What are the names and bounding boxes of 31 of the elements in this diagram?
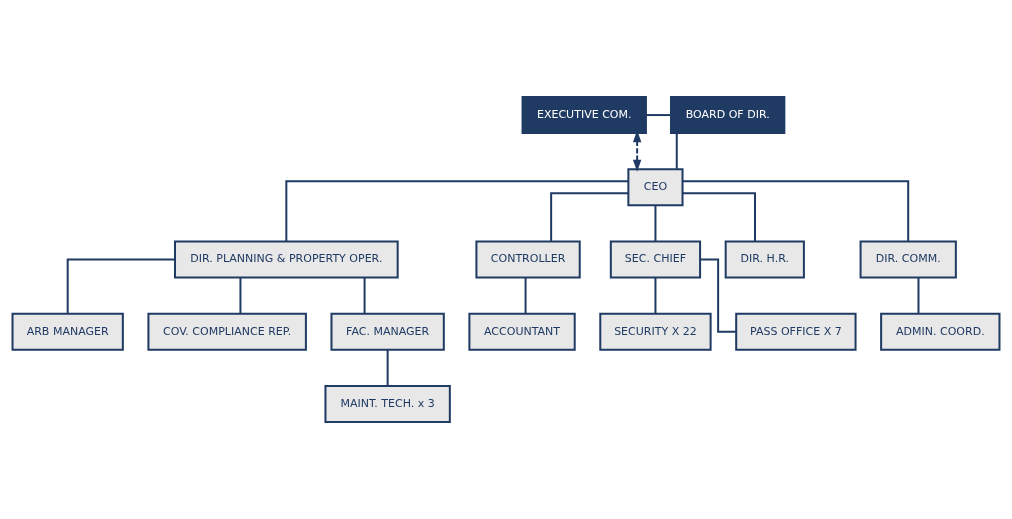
node-box: FAC. MANAGER [330,312,445,351]
node-box: ADMIN. COORD. [880,312,1001,351]
connector [917,277,920,314]
node-box: CONTROLLER [475,240,581,279]
connector [524,277,527,314]
connector [386,349,389,386]
node-box: PASS OFFICE X 7 [735,312,857,351]
connector [683,180,910,242]
connector [682,192,756,242]
node-box: DIR. COMM. [859,240,957,279]
connector [239,277,242,314]
node-box: BOARD OF DIR. [670,96,786,135]
connector [363,277,366,314]
connector [700,258,737,333]
node-box: DIR. PLANNING & PROPERTY OPER. [174,240,399,279]
connector [675,133,678,169]
connector [646,114,671,117]
node-box: MAINT. TECH. x 3 [324,384,451,423]
node-box: CEO [627,168,684,207]
connector [654,277,657,314]
node-box: COV. COMPLIANCE REP. [147,312,307,351]
connector [285,180,629,242]
node-box: EXECUTIVE COM. [521,96,647,135]
connector [550,192,629,242]
node-box: SECURITY X 22 [599,312,712,351]
connector [66,258,175,314]
node-box: DIR. H.R. [724,240,805,279]
node-box: ARB MANAGER [11,312,124,351]
node-box: ACCOUNTANT [468,312,576,351]
node-box: SEC. CHIEF [609,240,702,279]
connector [654,205,657,242]
